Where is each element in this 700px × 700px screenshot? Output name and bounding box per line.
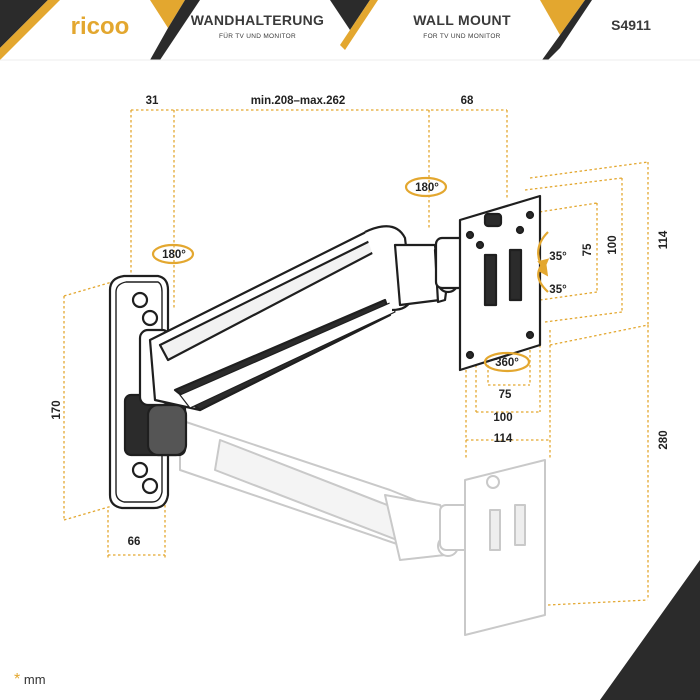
ricoo-logo: ricoo (71, 13, 130, 40)
title-en: WALL MOUNT (413, 12, 511, 28)
rotation-swivel: 360° (495, 357, 519, 369)
dim-wall-plate-height: 170 (51, 400, 63, 419)
title-block-en: WALL MOUNT FOR TV UND MONITOR (392, 12, 532, 40)
logo-text: ricoo (71, 13, 130, 40)
dim-vesa-75: 75 (499, 389, 512, 401)
rotation-head-joint: 180° (415, 182, 439, 194)
rotation-tilt-up: 35° (549, 251, 567, 263)
header-decoration (0, 0, 700, 61)
dim-vesa-114: 114 (494, 433, 513, 445)
dim-wall-plate-width: 66 (128, 536, 141, 548)
dim-top-middle: min.208–max.262 (251, 95, 346, 107)
main-arm (148, 225, 468, 412)
dim-top-right: 68 (461, 95, 474, 107)
title-block-de: WANDHALTERUNG FÜR TV UND MONITOR (190, 12, 325, 40)
unit-mm: mm (23, 672, 46, 687)
corner-triangle (600, 560, 700, 700)
dim-right-100: 100 (607, 235, 619, 254)
dim-right-114: 114 (658, 230, 670, 249)
title-de: WANDHALTERUNG (190, 12, 325, 28)
dimension-lines (63, 109, 649, 606)
dim-top-left: 31 (146, 95, 159, 107)
ghost-arm (179, 419, 546, 636)
vesa-plate (458, 194, 542, 372)
wall-plate (108, 274, 188, 510)
header: ricoo WANDHALTERUNG FÜR TV UND MONITOR W… (0, 0, 700, 60)
dim-vesa-100: 100 (493, 412, 512, 424)
rotation-arrows (151, 176, 550, 373)
unit-note: * mm (14, 671, 46, 689)
dim-right-75: 75 (582, 243, 594, 256)
model-number: S4911 (611, 17, 651, 33)
subtitle-en: FOR TV UND MONITOR (423, 33, 501, 40)
unit-star: * (14, 671, 21, 688)
dim-total-height: 280 (658, 430, 670, 449)
rotation-tilt-down: 35° (549, 284, 567, 296)
subtitle-de: FÜR TV UND MONITOR (218, 33, 297, 40)
rotation-arm-joint: 180° (162, 249, 186, 261)
